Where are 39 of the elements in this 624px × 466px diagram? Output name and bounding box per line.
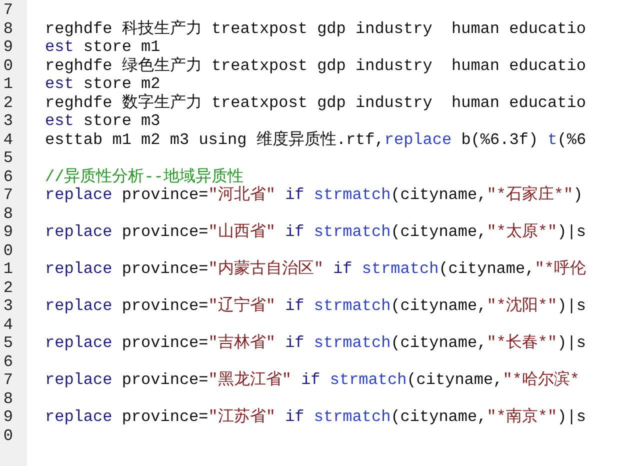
line-number: 5	[2, 149, 13, 168]
line-number: 8	[2, 204, 13, 223]
code-line: replace province="辽宁省" if strmatch(cityname,"*沈阳*")|s	[45, 297, 586, 316]
code-line: reghdfe 科技生产力 treatxpost gdp industry human educatio	[45, 20, 586, 38]
code-line: est store m1	[45, 38, 160, 56]
line-number: 5	[2, 334, 13, 352]
code-line: reghdfe 数字生产力 treatxpost gdp industry human educatio	[45, 94, 586, 112]
line-number: 0	[2, 426, 13, 445]
line-number: 2	[2, 278, 13, 297]
line-number: 7	[2, 371, 13, 390]
code-line: esttab m1 m2 m3 using 维度异质性.rtf,replace b(%6.3f) t(%6	[45, 130, 586, 149]
line-number: 4	[2, 316, 13, 334]
code-line: reghdfe 绿色生产力 treatxpost gdp industry human educatio	[45, 56, 586, 75]
line-number: 2	[2, 94, 13, 112]
line-number: 8	[2, 20, 13, 38]
line-number: 7	[2, 1, 13, 20]
line-number: 1	[2, 260, 13, 278]
line-number: 6	[2, 352, 13, 371]
line-number: 0	[2, 242, 13, 260]
line-number: 4	[2, 130, 13, 149]
line-number: 9	[2, 408, 13, 426]
code-line: est store m2	[45, 75, 160, 94]
code-line: replace province="黑龙江省" if strmatch(cityname,"*哈尔滨*	[45, 371, 580, 390]
line-number: 7	[2, 186, 13, 204]
line-number: 3	[2, 112, 13, 130]
code-line: est store m3	[45, 112, 160, 130]
code-line: replace province="山西省" if strmatch(cityname,"*太原*")|s	[45, 223, 586, 242]
code-line: replace province="江苏省" if strmatch(cityname,"*南京*")|s	[45, 408, 586, 426]
code-line: replace province="内蒙古自治区" if strmatch(cityname,"*呼伦	[45, 260, 586, 278]
code-line: //异质性分析--地域异质性	[45, 168, 244, 186]
line-number: 6	[2, 168, 13, 186]
code-line: replace province="河北省" if strmatch(cityname,"*石家庄*")	[45, 186, 583, 204]
line-number: 9	[2, 223, 13, 242]
line-number: 1	[2, 75, 13, 94]
line-number: 9	[2, 38, 13, 56]
code-line: replace province="吉林省" if strmatch(cityname,"*长春*")|s	[45, 334, 586, 352]
line-number: 3	[2, 297, 13, 316]
line-number: 8	[2, 390, 13, 408]
line-number: 0	[2, 56, 13, 75]
